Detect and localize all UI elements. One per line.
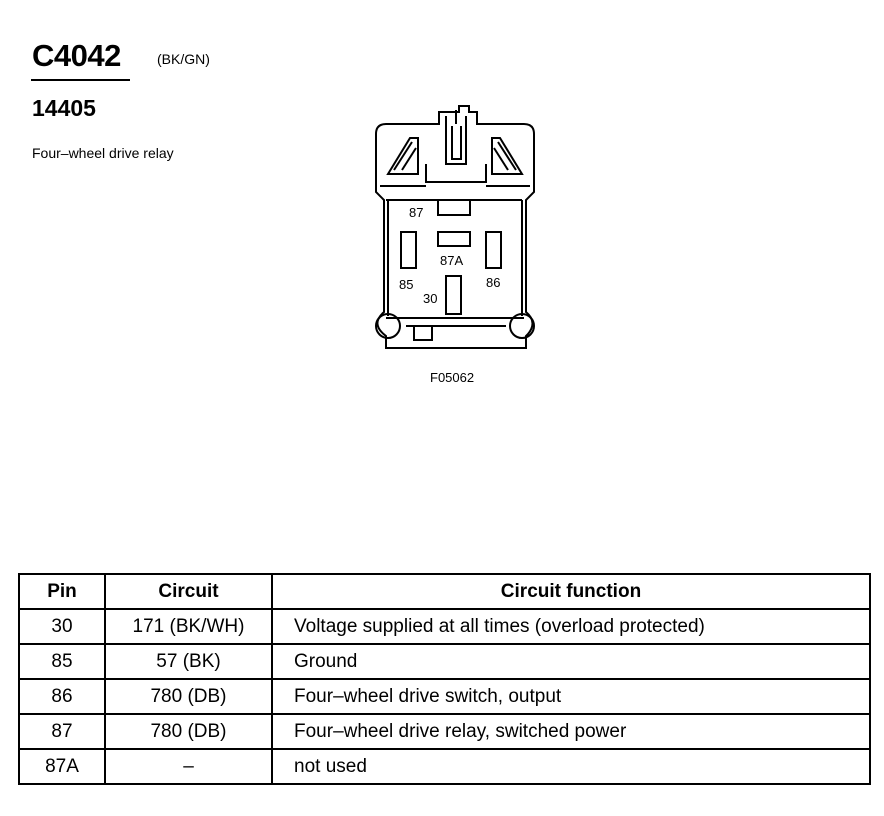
cell-pin: 86 <box>18 678 106 715</box>
pin-label-85: 85 <box>399 277 413 292</box>
cell-pin: 85 <box>18 643 106 680</box>
right-guide <box>491 137 524 175</box>
pin-label-87: 87 <box>409 205 423 220</box>
cell-circuit: 780 (DB) <box>104 713 273 750</box>
terminal-87 <box>437 199 471 216</box>
table-row: 87 780 (DB) Four–wheel drive relay, swit… <box>18 713 871 750</box>
cell-function: Voltage supplied at all times (overload … <box>271 608 871 645</box>
cell-circuit: 171 (BK/WH) <box>104 608 273 645</box>
terminal-30 <box>445 275 462 315</box>
cell-pin: 30 <box>18 608 106 645</box>
connector-face-drawing: 87 87A 85 86 30 <box>375 105 535 349</box>
pin-label-86: 86 <box>486 275 500 290</box>
cell-function: Ground <box>271 643 871 680</box>
cell-function: not used <box>271 748 871 785</box>
top-latch <box>445 116 467 165</box>
cell-function: Four–wheel drive switch, output <box>271 678 871 715</box>
table-row: 85 57 (BK) Ground <box>18 643 871 680</box>
cell-function: Four–wheel drive relay, switched power <box>271 713 871 750</box>
latch-slot <box>451 126 462 160</box>
terminal-86 <box>485 231 502 269</box>
terminal-87a <box>437 231 471 247</box>
connector-id: C4042 <box>32 38 121 73</box>
left-guide <box>386 137 419 175</box>
terminal-85 <box>400 231 417 269</box>
header-circuit: Circuit <box>104 573 273 610</box>
pin-label-87a: 87A <box>440 253 463 268</box>
cell-circuit: 57 (BK) <box>104 643 273 680</box>
title-underline <box>31 79 130 81</box>
cell-pin: 87 <box>18 713 106 750</box>
table-row: 30 171 (BK/WH) Voltage supplied at all t… <box>18 608 871 645</box>
pin-circuit-table: Pin Circuit Circuit function 30 171 (BK/… <box>18 573 871 785</box>
cell-circuit: – <box>104 748 273 785</box>
header-function: Circuit function <box>271 573 871 610</box>
connector-description: Four–wheel drive relay <box>32 145 174 161</box>
header-pin: Pin <box>18 573 106 610</box>
cell-circuit: 780 (DB) <box>104 678 273 715</box>
cell-pin: 87A <box>18 748 106 785</box>
table-row: 87A – not used <box>18 748 871 785</box>
table-row: 86 780 (DB) Four–wheel drive switch, out… <box>18 678 871 715</box>
connector-housing <box>375 105 535 349</box>
connector-color: (BK/GN) <box>157 51 210 67</box>
pin-label-30: 30 <box>423 291 437 306</box>
figure-code: F05062 <box>430 370 475 385</box>
bottom-lock-tab <box>413 325 433 341</box>
table-header-row: Pin Circuit Circuit function <box>18 573 871 610</box>
part-number: 14405 <box>32 95 96 121</box>
